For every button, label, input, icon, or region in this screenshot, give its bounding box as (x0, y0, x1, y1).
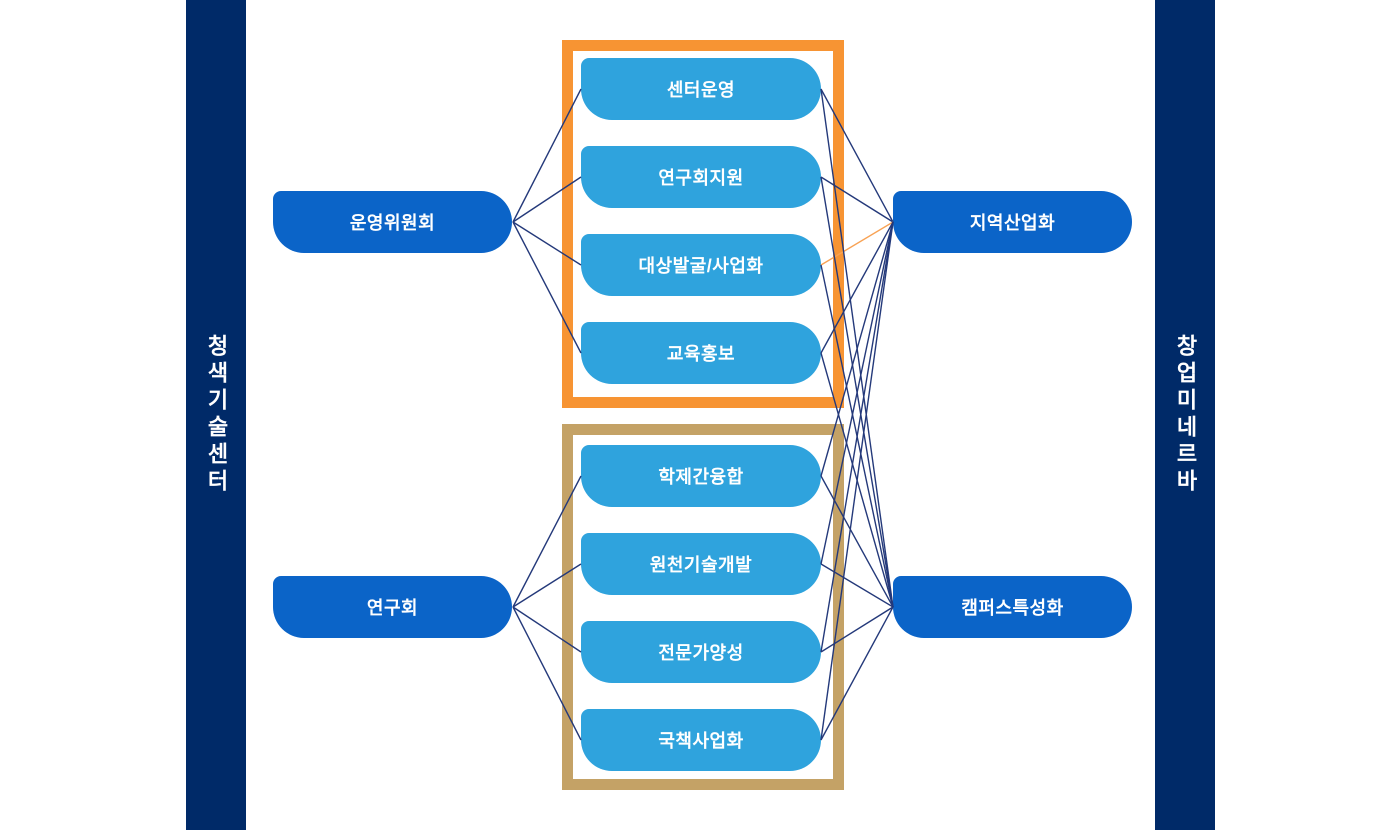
node-label: 대상발굴/사업화 (638, 256, 764, 276)
node-expert-training: 전문가양성 (581, 621, 821, 683)
node-label: 전문가양성 (658, 643, 744, 663)
node-core-technology-development: 원천기술개발 (581, 533, 821, 595)
node-label: 원천기술개발 (649, 555, 753, 575)
node-label: 캠퍼스특성화 (961, 598, 1064, 618)
left-title-bar: 청색기술센터 (186, 0, 246, 830)
node-regional-industrialization: 지역산업화 (893, 191, 1132, 253)
node-label: 연구회지원 (658, 168, 744, 188)
node-center-operation: 센터운영 (581, 58, 821, 120)
node-label: 운영위원회 (349, 213, 436, 233)
node-interdisciplinary-convergence: 학제간융합 (581, 445, 821, 507)
node-discovery-commercialization: 대상발굴/사업화 (581, 234, 821, 296)
node-label: 학제간융합 (658, 467, 744, 487)
right-title-text: 창업미네르바 (1173, 334, 1198, 496)
node-national-project-commercialization: 국책사업화 (581, 709, 821, 771)
node-label: 교육홍보 (666, 344, 736, 364)
node-research-support: 연구회지원 (581, 146, 821, 208)
node-label: 센터운영 (666, 80, 736, 100)
node-campus-specialization: 캠퍼스특성화 (893, 576, 1132, 638)
node-label: 지역산업화 (969, 213, 1056, 233)
node-label: 연구회 (366, 598, 419, 618)
node-operating-committee: 운영위원회 (273, 191, 512, 253)
node-label: 국책사업화 (658, 731, 744, 751)
node-education-promotion: 교육홍보 (581, 322, 821, 384)
right-title-bar: 창업미네르바 (1155, 0, 1215, 830)
left-title-text: 청색기술센터 (204, 334, 229, 496)
node-research-society: 연구회 (273, 576, 512, 638)
